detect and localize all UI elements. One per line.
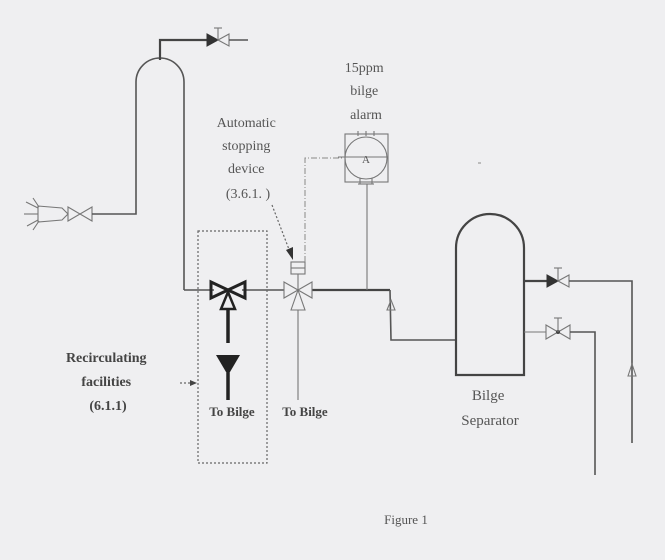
stopping-device-pointer-arrowhead bbox=[286, 247, 293, 260]
separator-label-line-1: Bilge bbox=[472, 388, 505, 404]
recirculating-label-line-2: facilities bbox=[81, 375, 131, 390]
stopping-device-pointer bbox=[271, 204, 291, 253]
alarm-label-line-2: bilge bbox=[350, 84, 378, 99]
bilge-funnel-icon bbox=[216, 355, 240, 400]
to-bilge-label-1: To Bilge bbox=[209, 404, 255, 419]
stopping-device-label-line-2: stopping bbox=[222, 139, 270, 154]
alarm-signal-line bbox=[304, 157, 344, 262]
stopping-device-label-line-1: Automatic bbox=[217, 116, 276, 131]
inlet-pipe bbox=[92, 82, 137, 215]
alarm-symbol: A bbox=[362, 154, 370, 166]
recirculation-three-way-valve bbox=[209, 279, 247, 311]
discharge-nozzle bbox=[24, 197, 69, 231]
separator-inlet-pipe bbox=[389, 289, 456, 341]
recirculating-facilities-box bbox=[197, 230, 268, 464]
figure-caption: Figure 1 bbox=[384, 512, 428, 527]
inlet-valve bbox=[67, 206, 93, 222]
bilge-alarm: A bbox=[338, 131, 389, 185]
alarm-label-line-3: alarm bbox=[350, 108, 382, 123]
bilge-separator bbox=[454, 212, 526, 377]
flow-arrow-2 bbox=[627, 362, 637, 377]
stopping-device-actuator bbox=[290, 261, 306, 290]
top-outlet-valve bbox=[206, 27, 230, 47]
separator-lower-discharge-pipe bbox=[570, 331, 596, 475]
stopping-device-label-line-3: device bbox=[228, 162, 265, 177]
alarm-label: 15ppm bilge alarm bbox=[345, 61, 387, 123]
top-outlet-pipe bbox=[158, 38, 207, 60]
separator-upper-return-pipe bbox=[569, 280, 633, 443]
separator-outlet-valve-upper bbox=[546, 267, 570, 288]
stopping-device-label-line-4: (3.6.1. ) bbox=[226, 187, 271, 202]
separator-label: Bilge Separator bbox=[461, 388, 518, 429]
recirculating-label-line-1: Recirculating bbox=[66, 351, 147, 366]
to-bilge-label-2: To Bilge bbox=[282, 404, 328, 419]
recirculating-label-line-3: (6.1.1) bbox=[89, 399, 127, 414]
recirculating-label: Recirculating facilities (6.1.1) bbox=[66, 351, 150, 414]
flow-arrow-1 bbox=[386, 298, 396, 311]
separator-label-line-2: Separator bbox=[461, 413, 518, 429]
stopping-device-label: Automatic stopping device (3.6.1. ) bbox=[217, 116, 280, 202]
vertical-vessel bbox=[135, 57, 185, 290]
alarm-label-line-1: 15ppm bbox=[345, 61, 384, 76]
separator-outlet-valve-lower bbox=[545, 317, 571, 340]
recirculating-pointer-arrowhead bbox=[190, 380, 197, 386]
